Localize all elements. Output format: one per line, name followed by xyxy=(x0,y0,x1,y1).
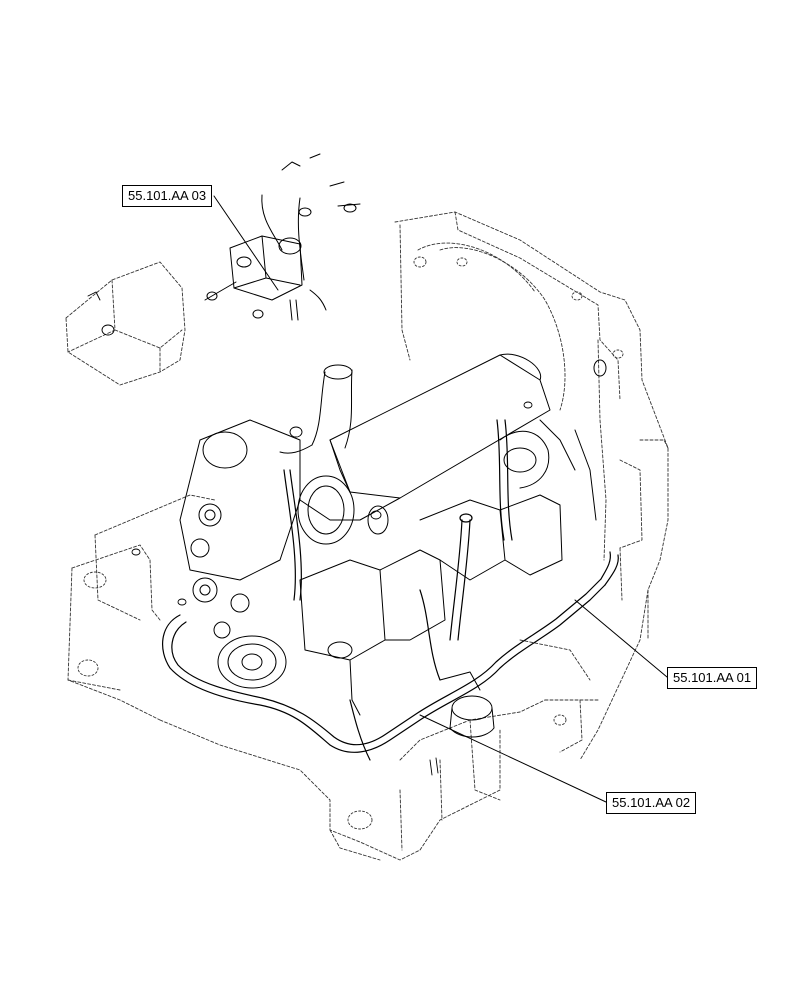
rear-frame-ghost xyxy=(394,211,669,761)
leader-lines xyxy=(213,195,668,803)
callout-55-101-aa-03[interactable]: 55.101.AA 03 xyxy=(122,185,213,207)
callout-55-101-aa-02[interactable]: 55.101.AA 02 xyxy=(606,792,697,814)
bracket-assembly xyxy=(204,153,361,321)
engine-block xyxy=(179,353,607,738)
fasteners xyxy=(87,291,533,776)
wiring-harness xyxy=(162,419,619,761)
callout-55-101-aa-01[interactable]: 55.101.AA 01 xyxy=(667,667,758,689)
battery-box-ghost xyxy=(65,261,186,386)
chassis-ghost xyxy=(67,494,601,861)
chassis-holes xyxy=(77,256,624,830)
